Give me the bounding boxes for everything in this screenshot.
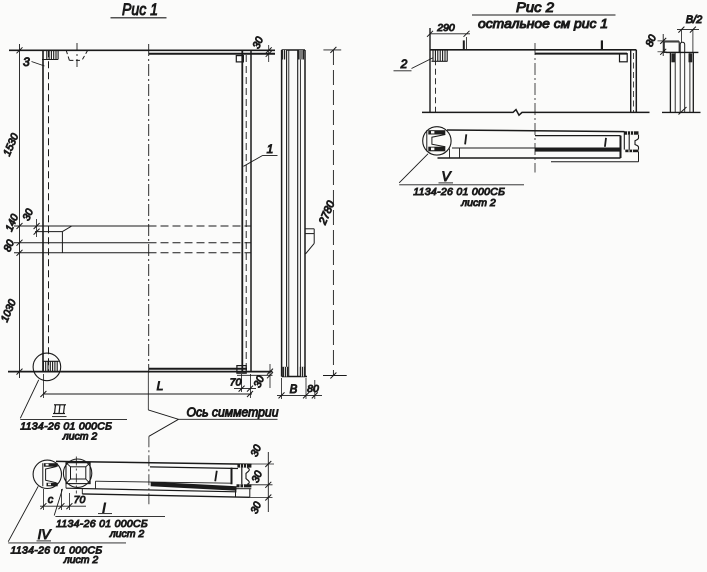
svg-text:L: L — [157, 379, 164, 393]
svg-text:V: V — [441, 169, 452, 184]
svg-text:остальное см рис 1: остальное см рис 1 — [478, 16, 608, 31]
svg-text:1134-26 01 000СБ: 1134-26 01 000СБ — [413, 186, 505, 198]
svg-text:80: 80 — [643, 33, 659, 49]
svg-text:30: 30 — [249, 469, 265, 485]
svg-text:30: 30 — [248, 500, 264, 516]
svg-text:лист 2: лист 2 — [109, 528, 145, 540]
svg-text:30: 30 — [248, 443, 264, 459]
svg-text:2: 2 — [400, 57, 408, 71]
svg-text:В/2: В/2 — [686, 14, 703, 26]
svg-text:В: В — [290, 384, 298, 396]
svg-text:1134-26 01 000СБ: 1134-26 01 000СБ — [11, 545, 103, 557]
svg-text:70: 70 — [230, 377, 242, 389]
svg-text:290: 290 — [436, 22, 455, 34]
svg-text:1030: 1030 — [0, 298, 19, 324]
svg-text:лист 2: лист 2 — [63, 554, 99, 566]
svg-text:30: 30 — [250, 35, 266, 51]
svg-text:I: I — [102, 501, 106, 516]
svg-text:2780: 2780 — [317, 198, 338, 227]
svg-text:70: 70 — [74, 494, 86, 506]
svg-text:1: 1 — [267, 142, 274, 156]
svg-text:1530: 1530 — [1, 132, 21, 158]
svg-text:30: 30 — [20, 207, 36, 223]
svg-text:лист 2: лист 2 — [460, 197, 496, 209]
svg-text:лист 2: лист 2 — [62, 431, 98, 443]
svg-text:с: с — [48, 494, 54, 506]
svg-text:80: 80 — [1, 238, 17, 254]
svg-text:1134-26 01 000СБ: 1134-26 01 000СБ — [56, 518, 148, 530]
svg-text:3: 3 — [23, 55, 30, 69]
svg-text:Рис 2: Рис 2 — [516, 0, 555, 15]
svg-text:80: 80 — [307, 383, 319, 395]
svg-text:IV: IV — [38, 527, 53, 542]
svg-text:1134-26 01 000СБ: 1134-26 01 000СБ — [20, 421, 112, 433]
svg-text:30: 30 — [251, 374, 267, 390]
svg-text:Ось симметрии: Ось симметрии — [187, 405, 279, 420]
svg-text:Рис 1: Рис 1 — [122, 1, 158, 19]
svg-text:140: 140 — [3, 212, 21, 233]
